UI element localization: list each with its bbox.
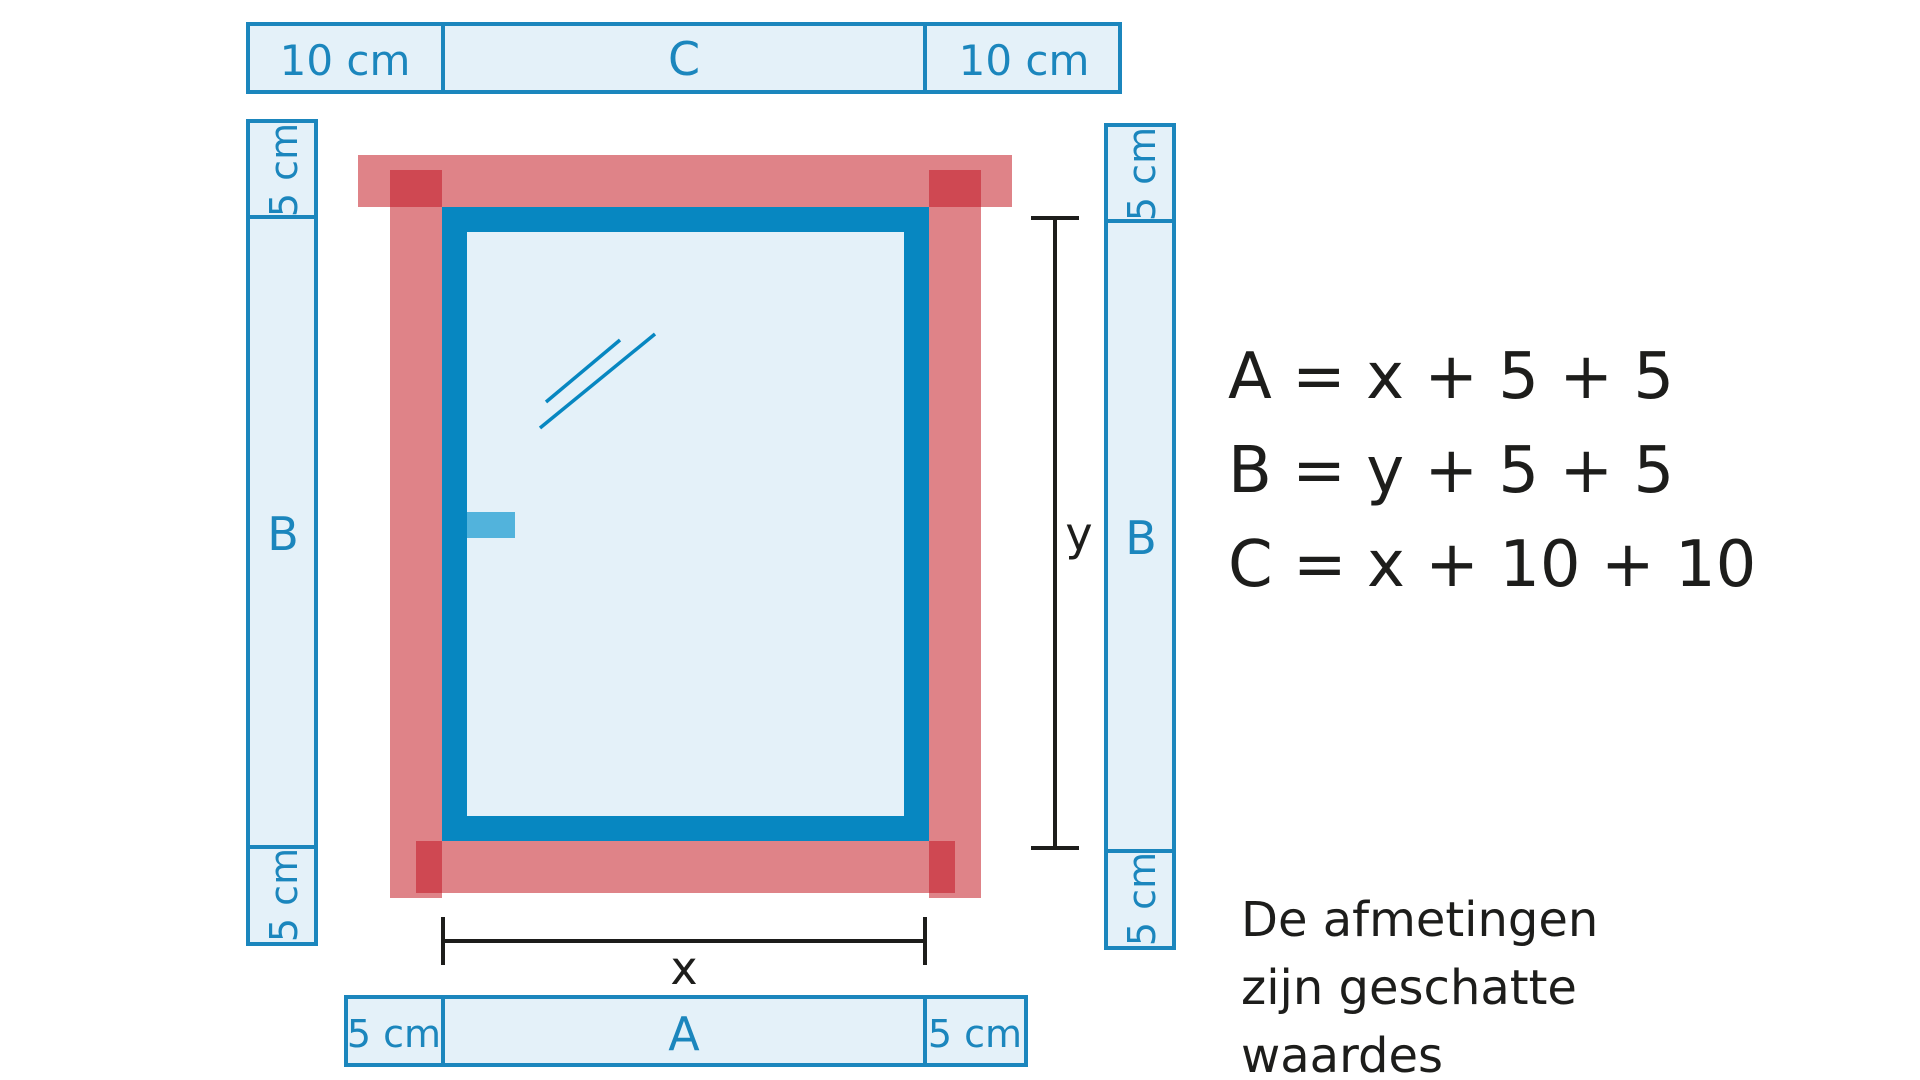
wood-right [929,170,981,898]
dimension-x-label: x [670,941,697,995]
dimension-y-label: y [1065,507,1092,561]
strip-b-right-center-label: B [1125,511,1157,565]
strip-b-left-center-label: B [267,507,299,561]
window-icon [358,155,1012,898]
note-line-1: De afmetingen [1241,892,1598,948]
strip-c-top: 10 cm C 10 cm [246,22,1122,94]
window-glass [467,232,904,816]
strip-b-right-top-label: 5 cm [1120,127,1164,221]
strip-a-bottom: 5 cm A 5 cm [344,995,1028,1067]
wood-corner-top-left [390,170,442,207]
dimension-x: x [441,917,927,995]
strip-b-left-top-label: 5 cm [262,123,306,217]
formulas: A = x + 5 + 5 B = y + 5 + 5 C = x + 10 +… [1228,340,1756,602]
strip-c-left-label: 10 cm [280,36,411,85]
strip-b-left: 5 cm B 5 cm [246,119,318,946]
strip-b-left-body [246,119,318,946]
strip-a-right-label: 5 cm [928,1012,1022,1056]
strip-b-right: 5 cm B 5 cm [1104,123,1176,950]
formula-a: A = x + 5 + 5 [1228,340,1674,414]
note-line-3: waardes [1241,1028,1443,1080]
strip-b-right-body [1104,123,1176,950]
note-line-2: zijn geschatte [1241,960,1577,1016]
formula-b: B = y + 5 + 5 [1228,434,1674,508]
strip-c-body [246,22,1122,94]
estimate-note: De afmetingen zijn geschatte waardes [1241,892,1598,1080]
wood-corner-bottom-right [929,841,955,893]
wood-bottom [390,841,981,893]
wood-corner-top-right [929,170,981,207]
strip-a-left-label: 5 cm [347,1012,441,1056]
strip-b-left-bottom-label: 5 cm [262,848,306,942]
window-handle-icon [467,512,515,538]
strip-a-center-label: A [668,1007,700,1061]
wood-left [390,170,442,898]
strip-c-right-label: 10 cm [959,36,1090,85]
wood-top [358,155,1012,207]
glass-reflection-icon [538,332,657,430]
strip-a-body [344,995,1028,1067]
strip-c-center-label: C [668,32,700,86]
strip-b-right-bottom-label: 5 cm [1120,852,1164,946]
dimension-y: y [1031,216,1093,850]
formula-c: C = x + 10 + 10 [1228,528,1756,602]
wood-corner-bottom-left [416,841,442,893]
